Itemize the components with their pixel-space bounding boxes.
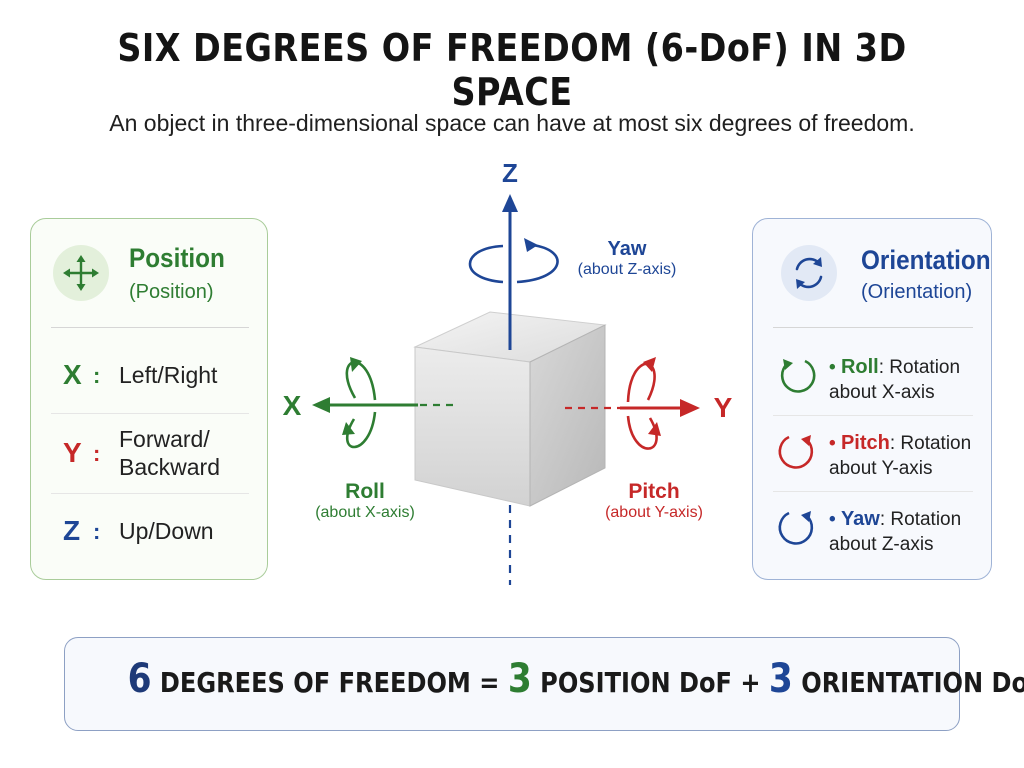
divider (773, 415, 973, 416)
page-title: SIX DEGREES OF FREEDOM (6-DoF) IN 3D SPA… (117, 26, 907, 114)
orientation-subtitle: (Orientation) (861, 281, 973, 303)
axis-desc-y: Forward/Backward (119, 426, 220, 480)
z-axis-arrowhead (502, 194, 518, 212)
axis-key-y: Y (63, 437, 82, 468)
axis-desc-x: Left/Right (119, 362, 218, 388)
cube (413, 311, 607, 507)
formula-box: 6 DEGREES OF FREEDOM = 3 POSITION DoF + … (64, 637, 1024, 731)
yaw-arrowhead (524, 238, 538, 252)
pitch-description: • Pitch: Rotation about Y-axis (829, 432, 972, 479)
z-axis-label: Z (502, 158, 518, 188)
roll-description: • Roll: Rotation about X-axis (829, 356, 961, 403)
roll-arrowhead (342, 422, 355, 435)
y-axis-label: Y (713, 392, 733, 423)
divider (773, 327, 973, 328)
orientation-panel: Orientation (Orientation) • Roll: Rotati… (752, 218, 992, 580)
separator: : (93, 441, 101, 466)
formula: 6 DEGREES OF FREEDOM = 3 POSITION DoF + … (127, 656, 1024, 702)
rotation-circle-icon (775, 505, 819, 554)
move-arrows-icon (53, 245, 109, 301)
yaw-rotation-arrow (468, 243, 559, 284)
separator: : (93, 519, 101, 544)
axis-desc-z: Up/Down (119, 518, 214, 544)
axis-key-x: X (63, 359, 82, 390)
orientation-text: ORIENTATION DoF (801, 666, 1024, 699)
roll-arrowhead (350, 357, 362, 372)
x-axis-arrowhead (312, 397, 330, 413)
rotation-circle-icon (775, 429, 819, 478)
orientation-count: 3 (768, 656, 793, 702)
divider (51, 413, 249, 414)
pitch-rotation-arrow (626, 362, 658, 450)
separator: : (93, 363, 101, 388)
pitch-arrowhead (643, 357, 656, 372)
divider (773, 491, 973, 492)
total-count: 6 (127, 656, 152, 702)
rotation-circle-icon (775, 353, 819, 402)
y-axis-arrowhead (680, 399, 700, 417)
position-text: POSITION DoF + (540, 666, 761, 699)
x-axis-label: X (282, 390, 302, 421)
roll-label: Roll (about X-axis) (315, 480, 415, 521)
axis-key-z: Z (63, 515, 81, 546)
page-subtitle: An object in three-dimensional space can… (109, 110, 915, 136)
position-count: 3 (507, 656, 532, 702)
pitch-arrowhead (648, 422, 661, 436)
divider (51, 327, 249, 328)
divider (51, 493, 249, 494)
pitch-label: Pitch (about Y-axis) (605, 480, 703, 521)
position-subtitle: (Position) (129, 281, 214, 303)
position-panel: Position (Position) X : Left/Right Y : F… (30, 218, 268, 580)
position-title: Position (129, 243, 225, 273)
yaw-description: • Yaw: Rotation about Z-axis (829, 508, 962, 555)
yaw-label: Yaw (about Z-axis) (577, 238, 677, 278)
orientation-title: Orientation (861, 245, 991, 275)
total-text: DEGREES OF FREEDOM = (159, 666, 500, 699)
rotate-arrows-icon (781, 245, 837, 301)
axes-diagram: Z X Y Yaw (about Z-axis) Roll (about X-a… (270, 150, 750, 590)
